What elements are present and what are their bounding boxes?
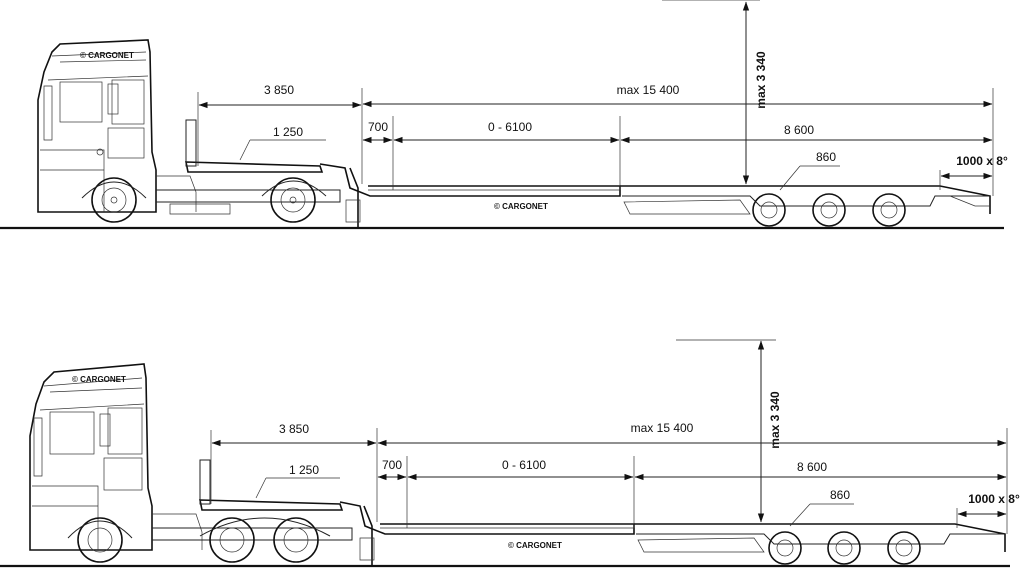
trailer-brand: © CARGONET [494,202,548,211]
dim-max-height: max 3 340 [768,391,782,449]
dim-kingpin-to-front: 3 850 [279,422,309,436]
dim-extension: 0 - 6100 [488,120,532,134]
dim-ramp: 1000 x 8° [956,154,1008,168]
tractor-unit: © CARGONET [29,363,353,563]
dim-rear-section: 8 600 [784,123,814,137]
dim-kingpin-to-front: 3 850 [264,83,294,97]
tractor-unit: © CARGONET [37,39,341,223]
cab-brand: © CARGONET [80,51,134,60]
dim-deck-height: 1 250 [289,463,319,477]
dim-gooseneck: 700 [368,120,388,134]
dim-rear-section: 8 600 [797,460,827,474]
dim-rear-deck: 860 [816,150,836,164]
trailer: © CARGONET [339,501,1006,566]
trailer: © CARGONET [319,163,991,228]
trailer-brand: © CARGONET [508,541,562,550]
dim-gooseneck: 700 [382,458,402,472]
dim-max-height: max 3 340 [754,51,768,109]
dim-deck-height: 1 250 [273,125,303,139]
view-bottom: © CARGONET © CARGONET [0,339,1020,568]
view-top: © CARGONET © CARGONET [0,0,1008,230]
dim-rear-deck: 860 [830,488,850,502]
dim-total-length: max 15 400 [631,421,694,435]
dim-total-length: max 15 400 [617,83,680,97]
dim-extension: 0 - 6100 [502,458,546,472]
dimensions: 3 850 1 250 max 15 400 700 0 - 6100 8 60… [210,339,1020,534]
dim-ramp: 1000 x 8° [968,492,1020,506]
dimensions: 3 850 1 250 max 15 400 700 0 - 6100 8 60… [197,0,1008,196]
cab-brand: © CARGONET [72,375,126,384]
